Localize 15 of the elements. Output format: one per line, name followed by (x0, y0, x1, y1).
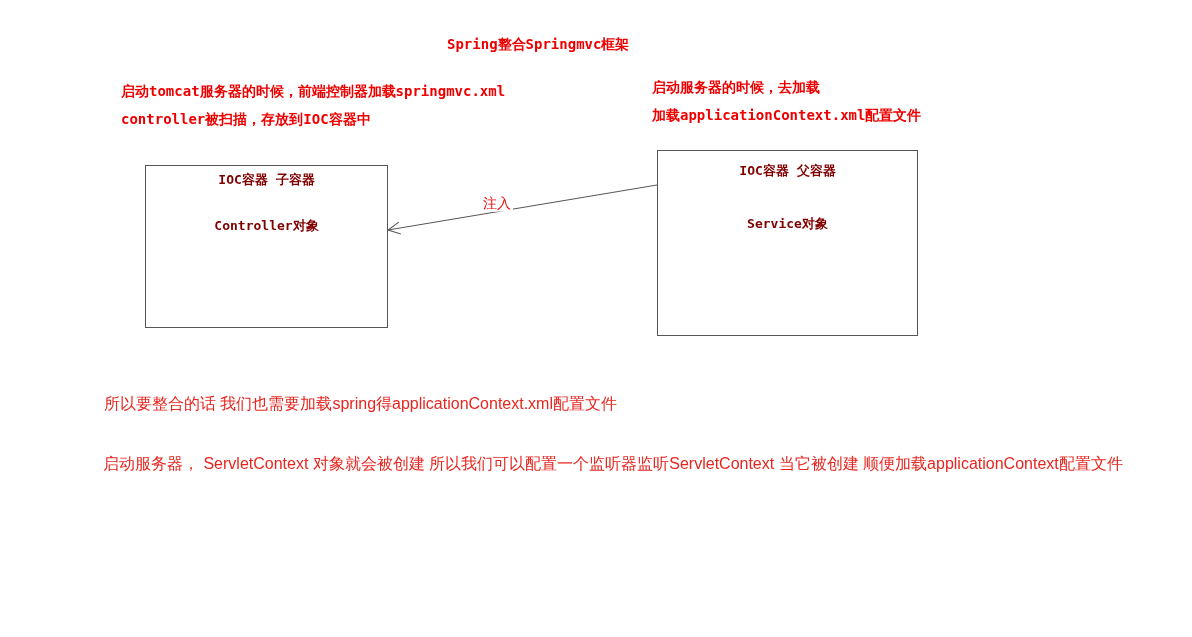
note-text: 启动服务器， ServletContext 对象就会被创建 所以我们可以配置一个监听器监听ServletContext 当它被创建 顺便加载applicationContext配置文件 (103, 454, 1123, 474)
annotation-text: 加载applicationContext.xml配置文件 (652, 107, 922, 124)
box-text: Controller对象 (214, 218, 319, 234)
box-heading: IOC容器 父容器 (739, 163, 836, 179)
box-heading: IOC容器 子容器 (218, 172, 315, 188)
container-box (657, 150, 918, 336)
edge-label: 注入 (481, 194, 513, 212)
note-text: 所以要整合的话 我们也需要加载spring得applicationContext.xml配置文件 (104, 394, 617, 414)
annotation-text: 启动tomcat服务器的时候，前端控制器加载springmvc.xml (121, 83, 506, 100)
box-text: Service对象 (747, 216, 828, 232)
diagram-title: Spring整合Springmvc框架 (447, 36, 630, 53)
annotation-text: 启动服务器的时候，去加载 (652, 79, 820, 96)
container-box (145, 165, 388, 328)
annotation-text: controller被扫描，存放到IOC容器中 (121, 111, 371, 128)
arrow (387, 184, 658, 235)
